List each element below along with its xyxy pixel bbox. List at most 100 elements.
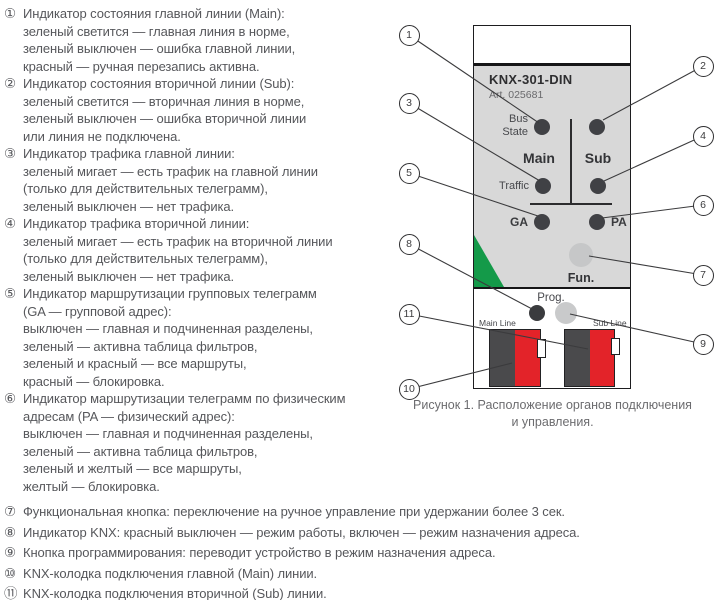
legend-item-9: ⑨ Кнопка программирования: переводит устр…: [4, 543, 717, 562]
bus-state-main-led: [534, 119, 550, 135]
sub-line-connector: [564, 329, 615, 387]
legend-line: (только для действительных телеграмм),: [23, 251, 268, 266]
main-line-label: Main Line: [479, 318, 516, 328]
legend-line: Кнопка программирования: переводит устро…: [23, 545, 496, 560]
legend-item-lines: KNX-колодка подключения вторичной (Sub) …: [23, 584, 717, 600]
sub-line-connector-tab: [611, 338, 620, 355]
legend-line: зеленый — активна таблица фильтров,: [23, 338, 258, 354]
legend-line: зеленый выключен — нет трафика.: [23, 198, 234, 214]
legend-line: зеленый выключен — нет трафика.: [23, 268, 234, 284]
legend-item-lines: Индикатор маршрутизации групповых телегр…: [23, 285, 717, 390]
legend-item-8: ⑧ Индикатор KNX: красный выключен — режим…: [4, 523, 717, 542]
legend-line: зеленый — активна таблица фильтров,: [23, 443, 258, 459]
legend-line: зеленый и красный — все маршруты,: [23, 356, 247, 371]
sub-line-connector-dark-part: [565, 330, 590, 386]
legend-item-lines: Индикатор состояния вторичной линии (Sub…: [23, 75, 717, 145]
callout-circle-2: 2: [692, 55, 714, 77]
legend-line: выключен — главная и подчиненная разделе…: [23, 321, 313, 336]
legend-line: Индикатор трафика главной линии:: [23, 146, 235, 161]
main-column-label: Main: [523, 150, 555, 166]
legend-item-lines: Индикатор трафика вторичной линии:зелены…: [23, 215, 717, 285]
legend-line: Индикатор KNX: красный выключен — режим …: [23, 524, 580, 540]
legend-line: адресам (PA — физический адрес):: [23, 408, 235, 424]
main-line-connector: [489, 329, 541, 387]
legend-line: зеленый выключен — ошибка вторичной лини…: [23, 111, 307, 126]
legend-item-number: ⑥: [4, 391, 17, 406]
device-top-band: [474, 26, 630, 63]
legend-item-11: ⑪ KNX-колодка подключения вторичной (Sub)…: [4, 584, 717, 600]
legend-line: зеленый мигает — есть трафик на вторично…: [23, 233, 333, 249]
fun-button-label: Fun.: [567, 271, 595, 285]
legend-item-number: ⑨: [4, 545, 17, 560]
legend-item-3: ③ Индикатор трафика главной линии: зеленый…: [4, 145, 717, 215]
pa-led: [589, 214, 605, 230]
main-sub-horizontal-divider: [530, 203, 612, 205]
traffic-sub-led: [590, 178, 606, 194]
legend-line: (GA — групповой адрес):: [23, 303, 172, 319]
prog-button: [555, 302, 577, 324]
figure-caption-line1: Рисунок 1. Расположение органов подключе…: [413, 398, 692, 412]
bus-state-sub-led: [589, 119, 605, 135]
legend-item-lines: Индикатор трафика главной линии: зеленый …: [23, 145, 717, 215]
legend-line: Индикатор состояния главной линии (Main)…: [23, 6, 285, 21]
legend-item-number: ⑪: [4, 586, 18, 600]
legend-line: Индикатор состояния вторичной линии (Sub…: [23, 76, 295, 91]
legend-line: зеленый светится — главная линия в норме…: [23, 23, 290, 39]
legend-item-lines: KNX-колодка подключения главной (Main) л…: [23, 564, 717, 583]
legend-item-number: ③: [4, 146, 17, 161]
callout-circle-10: 10: [398, 378, 420, 400]
sub-line-label: Sub Line: [593, 318, 627, 328]
traffic-label: Traffic: [499, 180, 529, 192]
legend-line: Функциональная кнопка: переключение на р…: [23, 504, 565, 519]
legend-line: выключен — главная и подчиненная разделе…: [23, 426, 313, 441]
legend-item-lines: Кнопка программирования: переводит устро…: [23, 543, 717, 562]
main-line-connector-dark-part: [490, 330, 515, 386]
legend-item-7: ⑦ Функциональная кнопка: переключение на …: [4, 502, 717, 521]
sub-column-label: Sub: [584, 150, 612, 166]
main-line-connector-tab: [537, 339, 546, 358]
legend-item-lines: Индикатор маршрутизации телеграмм по физ…: [23, 390, 717, 495]
bus-state-label-line2: State: [502, 126, 528, 138]
bus-state-label: Bus State: [494, 113, 528, 139]
figure-caption: Рисунок 1. Расположение органов подключе…: [405, 397, 700, 431]
callout-circle-11: 11: [398, 303, 420, 325]
legend-line: (только для действительных телеграмм),: [23, 181, 268, 196]
callout-circle-3: 3: [398, 92, 420, 114]
legend-item-number: ⑦: [4, 504, 17, 519]
callout-circle-9: 9: [692, 333, 714, 355]
callout-circle-6: 6: [692, 194, 714, 216]
callout-circle-1: 1: [398, 24, 420, 46]
legend-item-number: ⑧: [4, 524, 17, 540]
legend-line: Индикатор маршрутизации телеграмм по физ…: [23, 391, 346, 406]
callout-circle-5: 5: [398, 162, 420, 184]
device-panel: KNX-301-DIN Art. 025681 Bus State Main S…: [473, 25, 631, 389]
prog-knx-led: [529, 305, 545, 321]
legend-item-number: ⑩: [4, 565, 17, 581]
figure-caption-line2: и управления.: [511, 415, 594, 429]
device-article-label: Art. 025681: [489, 89, 544, 101]
legend-item-number: ⑤: [4, 286, 17, 301]
legend-line: зеленый светится — вторичная линия в нор…: [23, 93, 305, 109]
legend-item-number: ④: [4, 216, 17, 231]
legend-line: Индикатор маршрутизации групповых телегр…: [23, 286, 317, 301]
legend-item-lines: Индикатор KNX: красный выключен — режим …: [23, 523, 717, 542]
legend-item-lines: Индикатор состояния главной линии (Main)…: [23, 5, 717, 75]
traffic-main-led: [535, 178, 551, 194]
legend-item-lines: Функциональная кнопка: переключение на р…: [23, 502, 717, 521]
legend-line: зеленый мигает — есть трафик на главной …: [23, 163, 318, 179]
callout-circle-8: 8: [398, 233, 420, 255]
main-sub-vertical-divider: [570, 119, 572, 203]
legend-line: KNX-колодка подключения главной (Main) л…: [23, 565, 318, 581]
fun-button: [569, 243, 593, 267]
legend-line: желтый — блокировка.: [23, 478, 160, 494]
bus-state-label-line1: Bus: [509, 113, 528, 125]
legend-item-5: ⑤ Индикатор маршрутизации групповых телег…: [4, 285, 717, 390]
legend-line: красный — ручная перезапись активна.: [23, 58, 260, 74]
pa-label: PA: [611, 215, 627, 229]
legend-item-10: ⑩ KNX-колодка подключения главной (Main) …: [4, 564, 717, 583]
device-model-label: KNX-301-DIN: [489, 72, 573, 87]
